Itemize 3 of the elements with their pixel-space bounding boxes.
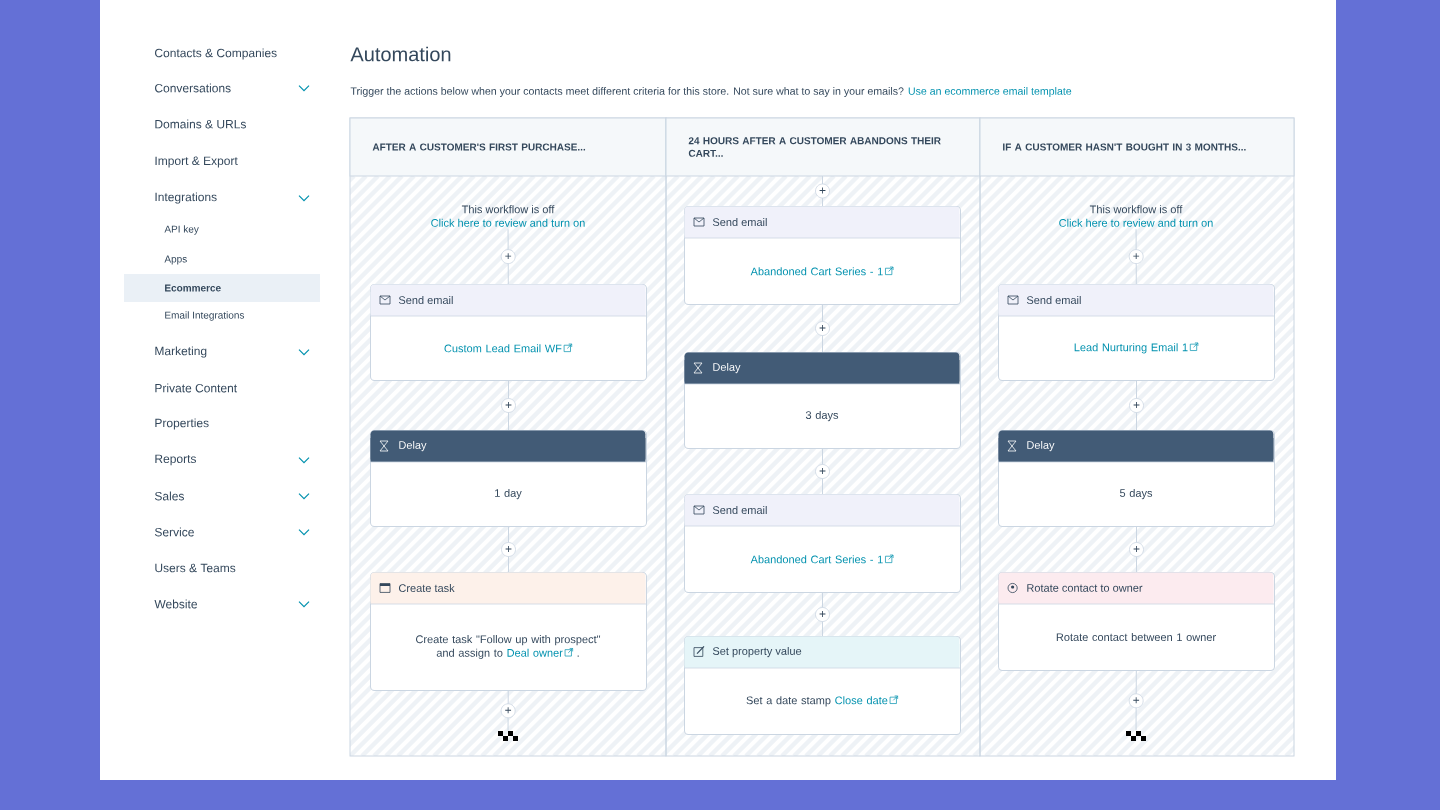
finish-flag-icon <box>1126 731 1146 741</box>
finish-flag-icon <box>498 731 518 741</box>
page-title: Automation <box>350 46 451 62</box>
